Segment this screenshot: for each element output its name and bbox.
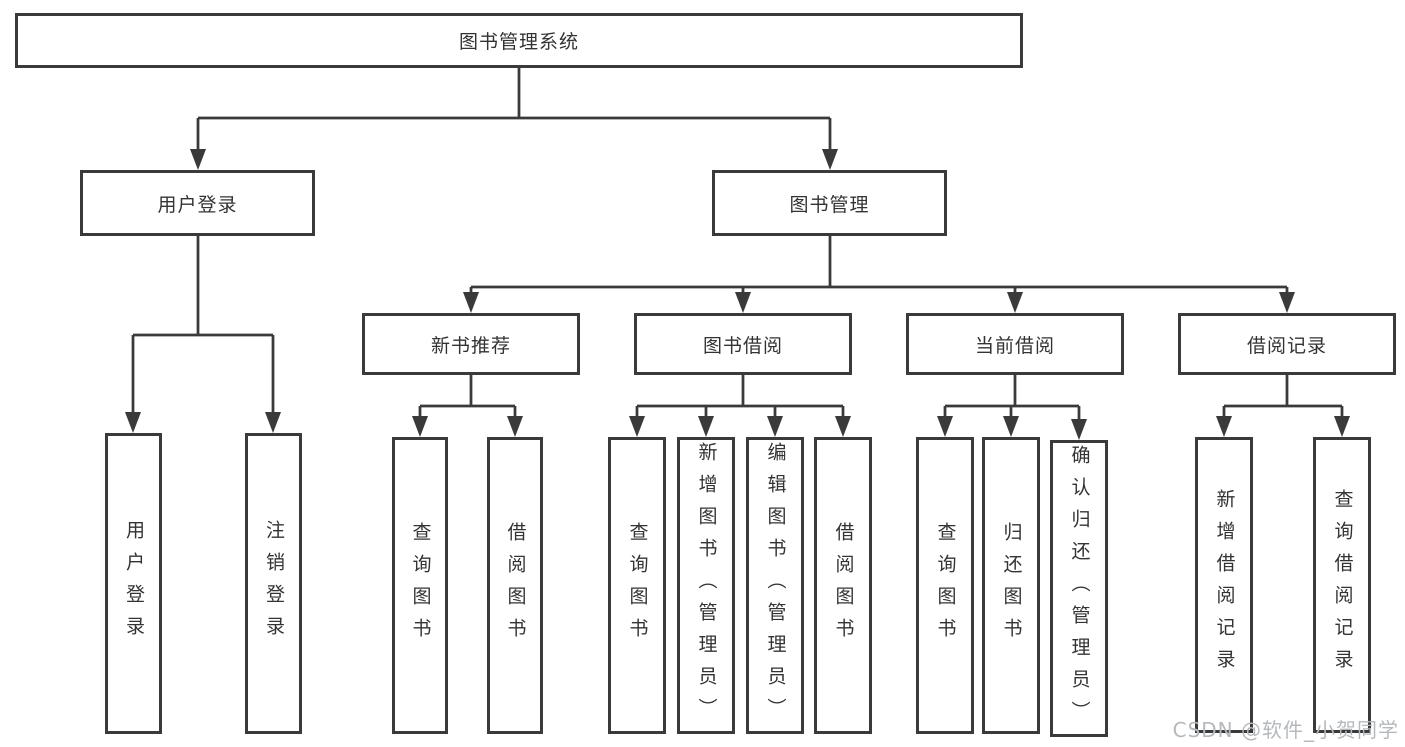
leaf-query-borrow-record: 查询借阅记录 bbox=[1313, 437, 1371, 733]
leaf-recommend-query-books: 查询图书 bbox=[392, 437, 448, 734]
leaf-add-borrow-record-label: 新增借阅记录 bbox=[1213, 489, 1236, 681]
leaf-edit-books-admin: 编辑图书（管理员） bbox=[746, 437, 804, 734]
node-user-login: 用户登录 bbox=[80, 170, 315, 236]
leaf-user-login: 用户登录 bbox=[105, 433, 162, 734]
leaf-current-query-books-label: 查询图书 bbox=[934, 521, 957, 650]
leaf-borrow-query-books: 查询图书 bbox=[608, 437, 666, 734]
leaf-recommend-borrow-books-label: 借阅图书 bbox=[504, 521, 527, 650]
node-current-borrow-label: 当前借阅 bbox=[974, 334, 1055, 357]
csdn-watermark: CSDN @软件_小贺同学 bbox=[1172, 718, 1399, 742]
leaf-logout: 注销登录 bbox=[245, 433, 302, 734]
leaf-add-borrow-record: 新增借阅记录 bbox=[1195, 437, 1253, 733]
node-borrow-records: 借阅记录 bbox=[1178, 313, 1396, 375]
node-new-book-recommend-label: 新书推荐 bbox=[430, 334, 511, 357]
leaf-query-borrow-record-label: 查询借阅记录 bbox=[1331, 489, 1354, 681]
node-borrow-records-label: 借阅记录 bbox=[1246, 334, 1327, 357]
node-book-borrow-label: 图书借阅 bbox=[702, 334, 783, 357]
node-root-label: 图书管理系统 bbox=[458, 31, 579, 53]
node-root: 图书管理系统 bbox=[15, 13, 1023, 68]
leaf-add-books-admin: 新增图书（管理员） bbox=[677, 437, 735, 734]
leaf-user-login-label: 用户登录 bbox=[123, 519, 145, 648]
leaf-confirm-return-admin: 确认归还（管理员） bbox=[1050, 440, 1108, 737]
node-new-book-recommend: 新书推荐 bbox=[362, 313, 580, 375]
leaf-logout-label: 注销登录 bbox=[263, 519, 285, 648]
leaf-edit-books-admin-label: 编辑图书（管理员） bbox=[764, 441, 787, 730]
node-current-borrow: 当前借阅 bbox=[906, 313, 1124, 375]
node-book-borrow: 图书借阅 bbox=[634, 313, 852, 375]
leaf-return-books-label: 归还图书 bbox=[1000, 521, 1023, 650]
arrowheads bbox=[125, 149, 1350, 440]
leaf-return-books: 归还图书 bbox=[982, 437, 1040, 734]
node-user-login-label: 用户登录 bbox=[157, 193, 238, 216]
leaf-borrow-books: 借阅图书 bbox=[814, 437, 872, 734]
node-book-management: 图书管理 bbox=[712, 170, 947, 236]
leaf-borrow-query-books-label: 查询图书 bbox=[626, 521, 649, 650]
leaf-current-query-books: 查询图书 bbox=[916, 437, 974, 734]
leaf-add-books-admin-label: 新增图书（管理员） bbox=[695, 441, 718, 730]
leaf-confirm-return-admin-label: 确认归还（管理员） bbox=[1068, 444, 1091, 733]
leaf-borrow-books-label: 借阅图书 bbox=[832, 521, 855, 650]
node-book-management-label: 图书管理 bbox=[789, 193, 870, 216]
leaf-recommend-query-books-label: 查询图书 bbox=[409, 521, 432, 650]
leaf-recommend-borrow-books: 借阅图书 bbox=[487, 437, 543, 734]
